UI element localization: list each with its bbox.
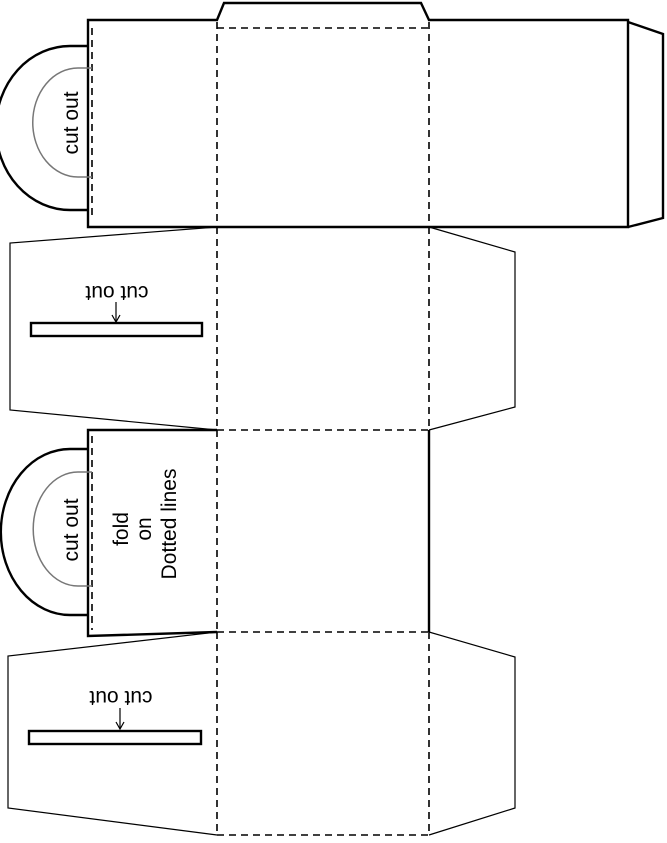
handle-outer-middle: [0, 447, 88, 617]
lower-side-panel: cut out: [7, 631, 516, 836]
upper-side-left-flap: [9, 226, 218, 431]
handle-inner-top: [32, 67, 92, 178]
handle-outer-top: [0, 44, 88, 212]
handle-cutout-top: cut out: [0, 44, 92, 212]
lower-side-right-flap: [428, 631, 516, 836]
slot-arrow-head-lower: [115, 721, 125, 731]
top-panel-strip: [86, 1, 665, 229]
middle-handle-panel: cut out fold on Dotted lines: [0, 428, 431, 638]
lower-side-left-flap: [7, 631, 218, 836]
top-end-tab: [627, 20, 665, 229]
slot-cutout-upper: [29, 321, 204, 338]
slot-cut-label-lower: cut out: [89, 686, 152, 709]
handle-inner-middle: [32, 471, 92, 587]
fold-instruction-line-2: on: [133, 517, 156, 540]
fold-instruction-line-1: fold: [110, 512, 133, 546]
fold-instruction: fold on Dotted lines: [110, 469, 181, 580]
top-strip-outline: [86, 1, 630, 229]
middle-panel-outline: [86, 428, 218, 638]
slot-arrow-head-upper: [111, 314, 121, 324]
slot-cutout-lower: [27, 729, 203, 746]
upper-side-panel: cut out: [9, 226, 516, 431]
handle-cut-label-middle: cut out: [60, 498, 83, 561]
handle-cut-label-top: cut out: [60, 91, 83, 154]
upper-side-right-flap: [428, 226, 516, 431]
fold-instruction-line-3: Dotted lines: [158, 469, 181, 580]
slot-cut-label-upper: cut out: [85, 281, 148, 304]
